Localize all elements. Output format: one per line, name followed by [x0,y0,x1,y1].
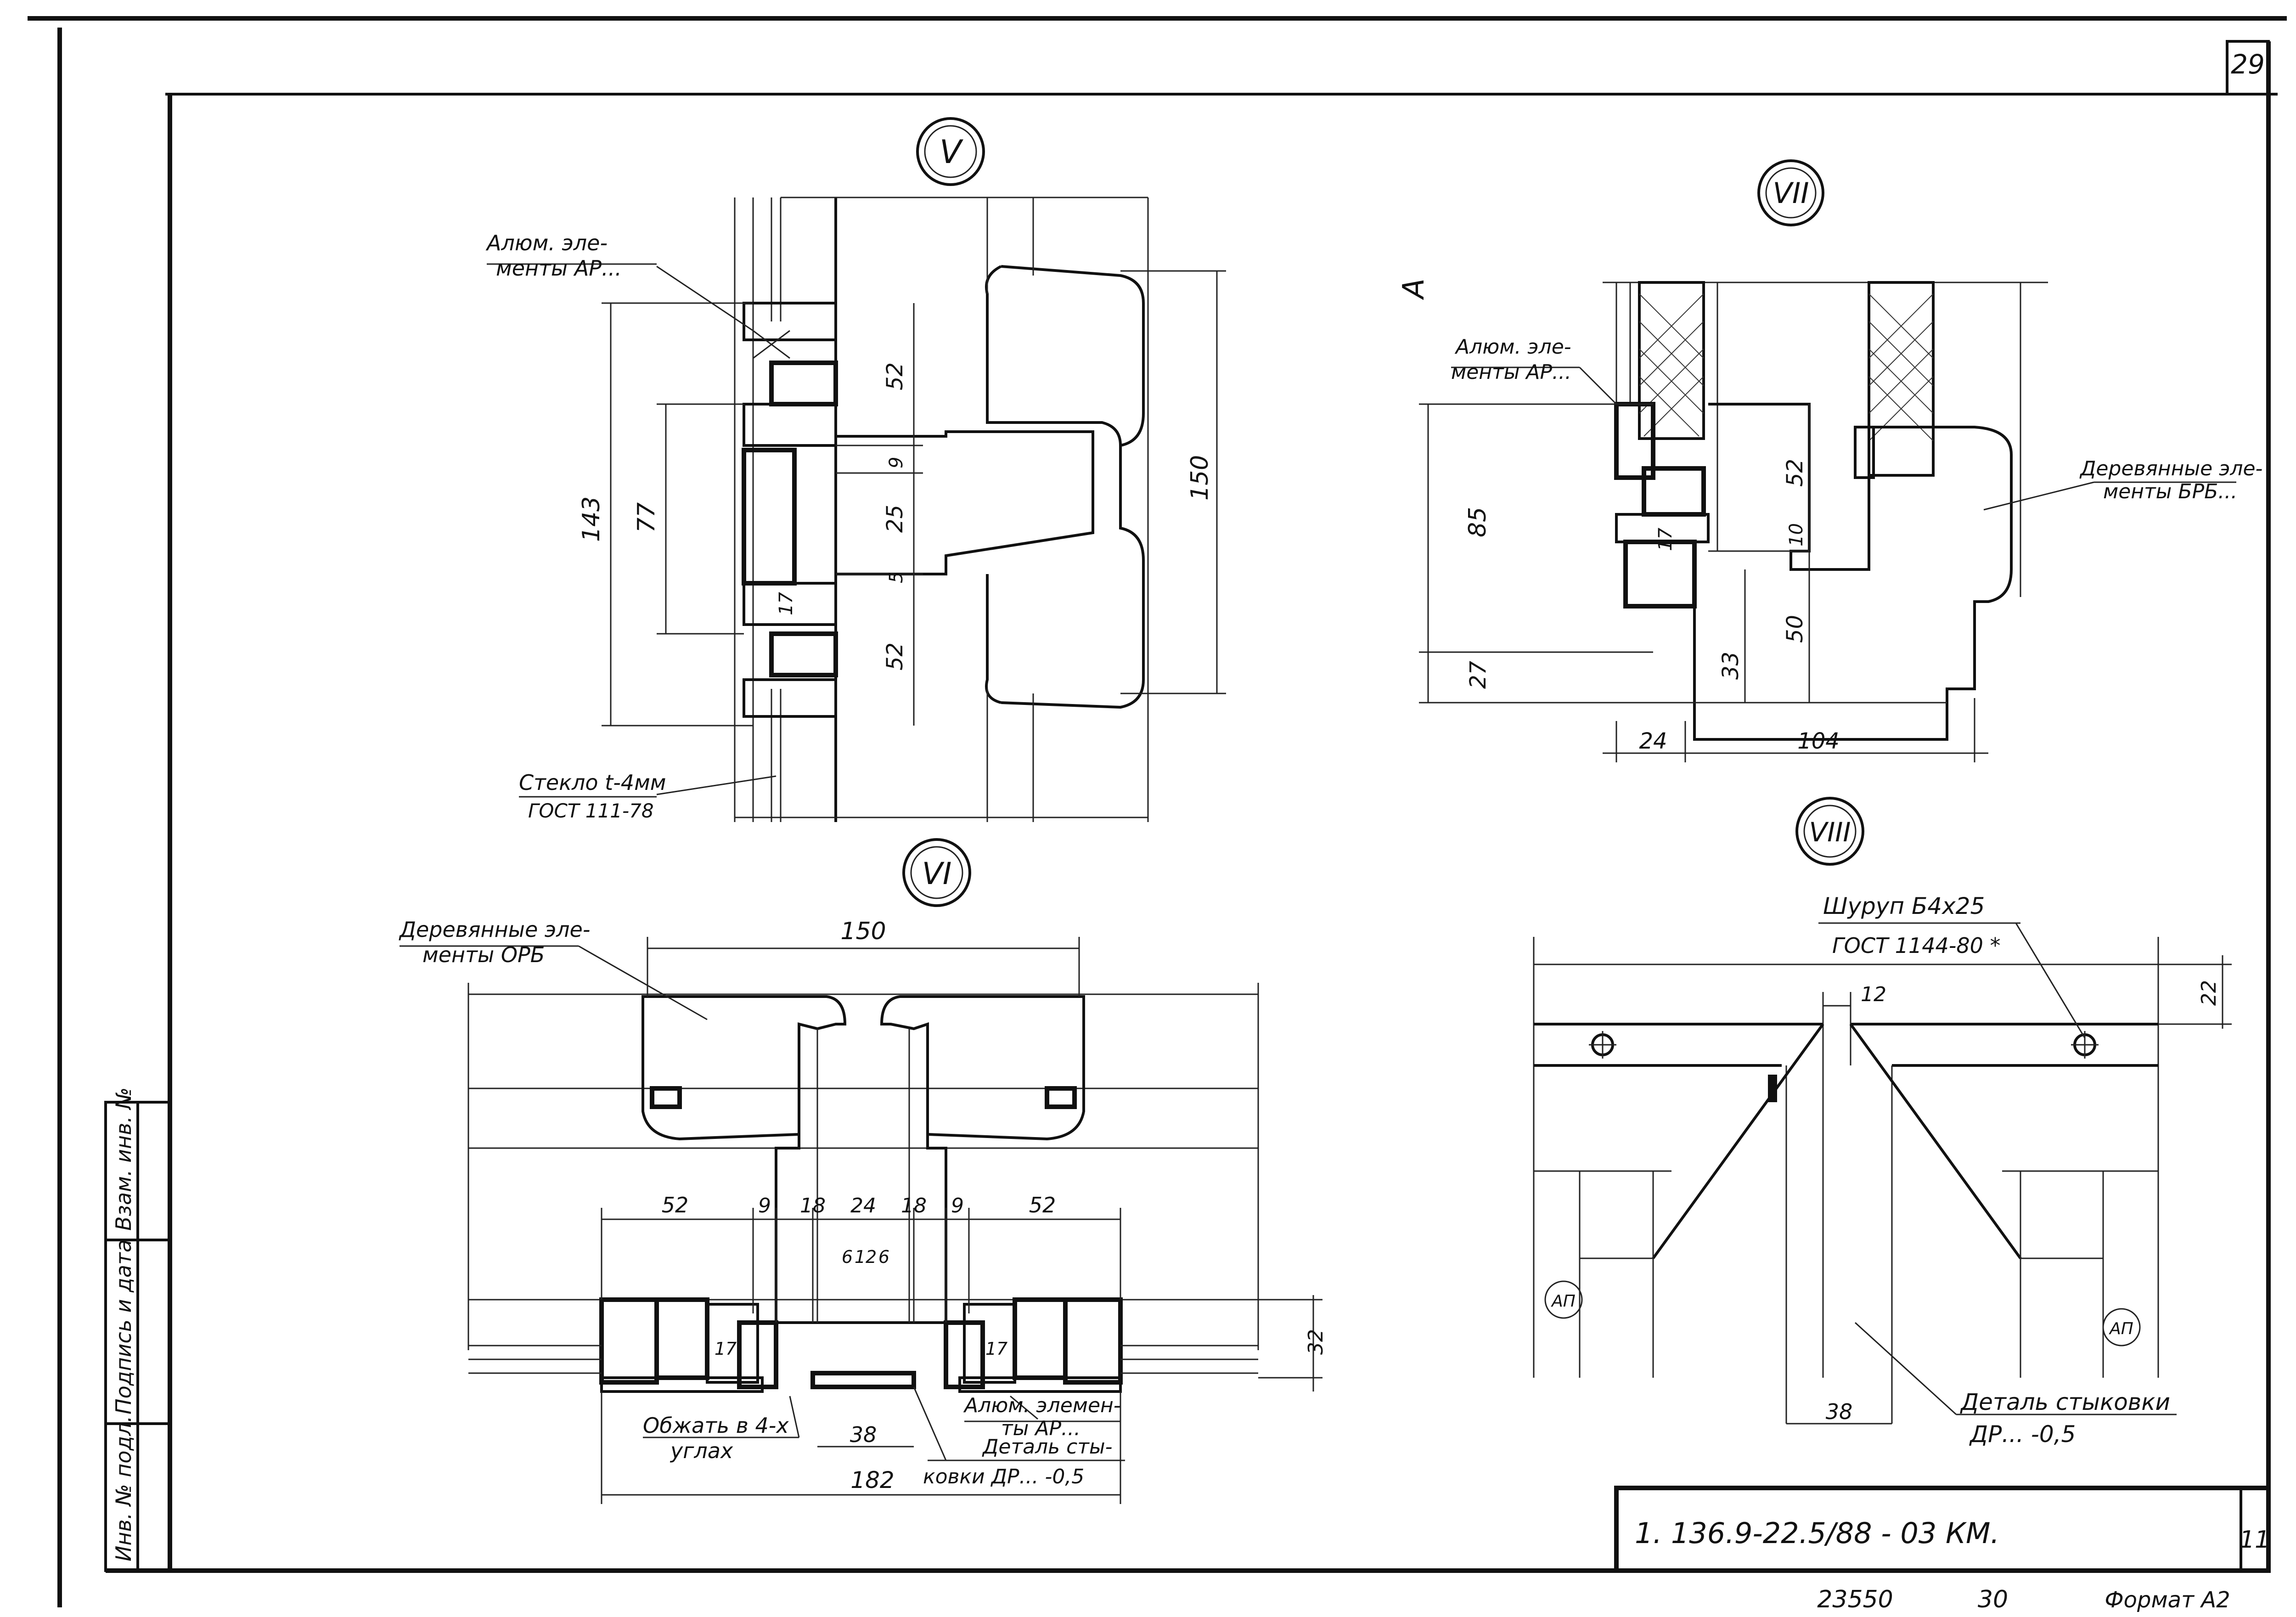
v7-label-alu-2: менты АР... [1451,361,1571,384]
v6-label-alu-2: ты АР... [1001,1417,1080,1440]
margin-box-1: Взам. инв. № [111,1087,136,1231]
v6-label-joint-1: Деталь сты- [982,1435,1113,1459]
svg-text:АП: АП [2109,1319,2133,1338]
item-mark-left: АП [1544,1280,1583,1319]
svg-text:VI: VI [922,856,952,891]
v6-dim-32: 32 [1304,1329,1328,1355]
v6-label-alu-1: Алюм. элемен- [963,1394,1121,1417]
v7-section-letter: А [1397,278,1431,300]
v6-label-wood-1: Деревянные эле- [399,917,590,942]
bottom-format: Формат А2 [2105,1587,2230,1613]
v6-label-corner-1: Обжать в 4-х [643,1413,789,1438]
v5-dim-52-bottom: 52 [882,642,908,670]
v7-dim-50: 50 [1782,615,1808,643]
v6-label-corner-2: углах [670,1438,733,1463]
v6-dim-top-9-left: 9 [758,1194,771,1217]
page-number: 29 [2231,49,2265,80]
v6-dim-small-6-left: 6 [842,1247,853,1267]
stamp-sheet-number: 11 [2240,1526,2270,1554]
item-mark-right: АП [2102,1308,2141,1347]
view-7: VII А [1397,159,2262,762]
v6-dim-top-52-left: 52 [662,1193,689,1217]
bottom-number-1: 23550 [1817,1586,1893,1613]
v6-dim-150: 150 [840,918,886,945]
svg-text:VIII: VIII [1809,817,1851,848]
view-6-mark: VI [902,838,971,907]
v6-dim-top-24: 24 [850,1194,876,1217]
v6-label-joint-2: ковки ДР... -0,5 [923,1465,1084,1488]
margin-box-2: Подпись и дата [111,1240,136,1414]
svg-text:VII: VII [1773,176,1809,210]
v5-label-glass-2: ГОСТ 111-78 [528,800,654,822]
view-8: VIII [1533,797,2232,1448]
v5-dim-150: 150 [1186,455,1214,501]
v5-dim-5: 5 [886,572,907,583]
v5-dim-52-top: 52 [882,362,908,390]
view-8-mark: VIII [1795,797,1864,866]
v7-dim-85: 85 [1464,507,1491,537]
v5-dim-17: 17 [776,592,797,615]
v8-label-joint-2: ДР... -0,5 [1969,1421,2076,1448]
view-5-mark: V [916,117,985,186]
v6-dim-small-12: 12 [855,1247,877,1267]
v7-dim-27: 27 [1465,660,1491,689]
screw-right-icon [2071,1031,2099,1059]
v8-label-screw-2: ГОСТ 1144-80 * [1832,933,2001,958]
v6-dim-small-6-right: 6 [878,1247,889,1267]
v7-dim-33: 33 [1718,652,1744,680]
v5-label-alu-1: Алюм. эле- [485,231,608,255]
svg-text:АП: АП [1551,1292,1576,1311]
v8-dim-12: 12 [1861,983,1886,1006]
view-6: VI [399,838,1328,1504]
v8-label-joint-1: Деталь стыковки [1960,1389,2170,1415]
v6-dim-38: 38 [850,1422,877,1447]
v7-label-wood-1: Деревянные эле- [2079,457,2262,480]
v6-dim-top-18-right: 18 [901,1194,927,1217]
margin-box-3: Инв. № подл. [111,1416,136,1561]
stamp-code: 1. 136.9-22.5/88 - 03 КМ. [1635,1516,1999,1550]
screw-left-icon [1589,1031,1616,1059]
v5-label-glass-1: Стекло t-4мм [519,770,666,795]
v7-label-wood-2: менты БРБ... [2103,480,2237,503]
v6-label-wood-2: менты ОРБ [422,942,545,967]
v7-label-alu-1: Алюм. эле- [1454,335,1571,359]
v6-dim-top-9-right: 9 [951,1194,964,1217]
v5-dim-25: 25 [882,505,908,533]
v7-dim-52: 52 [1782,459,1808,487]
v5-dim-77: 77 [633,502,660,533]
view-7-mark: VII [1757,159,1824,226]
v6-dim-top-52-right: 52 [1029,1193,1056,1217]
v6-dim-17-right: 17 [985,1339,1007,1359]
v8-label-screw-1: Шуруп Б4х25 [1823,893,1985,919]
v7-dim-17: 17 [1655,528,1676,551]
v5-dim-9: 9 [886,457,907,468]
v5-dim-143: 143 [578,496,605,542]
svg-text:V: V [940,133,963,171]
view-5: V [485,117,1226,822]
v7-dim-10: 10 [1786,523,1807,547]
v6-dim-17-left: 17 [715,1339,737,1359]
v7-dim-104: 104 [1797,728,1840,754]
v8-dim-38: 38 [1826,1399,1853,1424]
v6-dim-182: 182 [850,1467,894,1493]
v7-dim-24: 24 [1639,728,1667,754]
v5-label-alu-2: менты АР... [496,256,622,281]
v8-dim-22: 22 [2197,980,2221,1006]
v6-dim-top-18-left: 18 [800,1194,826,1217]
bottom-number-2: 30 [1978,1586,2008,1613]
